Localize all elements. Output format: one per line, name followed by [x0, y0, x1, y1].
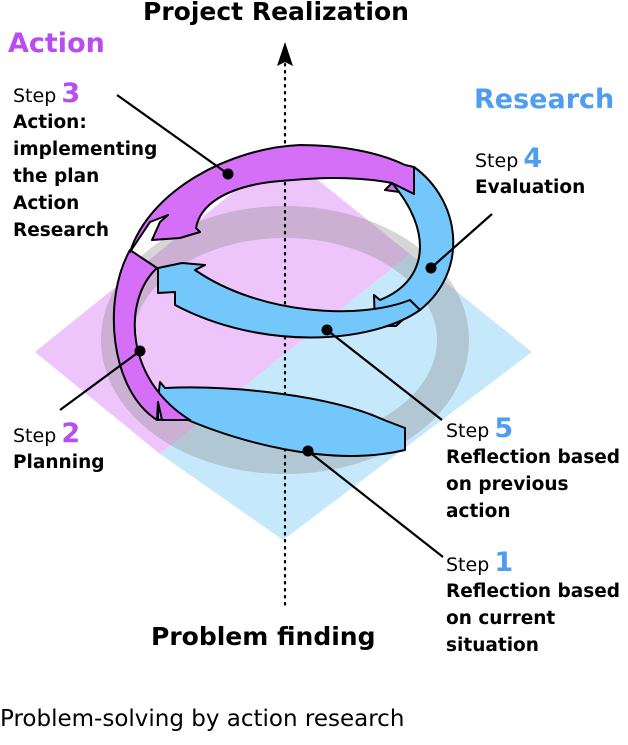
step-5-arrow	[157, 262, 421, 339]
step-5-title: Step 5	[446, 413, 620, 444]
step-1-line-2: on current	[446, 608, 556, 630]
leader-dot-step-5	[321, 324, 333, 336]
step-1-title: Step 1	[446, 547, 620, 578]
step-1-number: 1	[494, 547, 514, 578]
step-1-line-3: situation	[446, 635, 539, 657]
bottom-label: Problem finding	[151, 622, 376, 651]
leader-dot-step-1	[302, 445, 314, 457]
step-5-line-1: Reflection based	[446, 447, 621, 469]
step-1-label: Step 1 Reflection based on current situa…	[446, 547, 620, 659]
step-4-number: 4	[523, 143, 543, 174]
step-5-line-3: action	[446, 501, 511, 523]
step-3-line-3: the plan	[13, 166, 100, 188]
step-4-label: Step 4 Evaluation	[475, 143, 585, 201]
leader-step-2	[59, 350, 141, 411]
step-2-title: Step 2	[13, 418, 104, 449]
step-3-title: Step 3	[13, 78, 157, 109]
leader-dot-step-2	[134, 345, 146, 357]
step-2-label: Step 2 Planning	[13, 418, 104, 476]
step-3-number: 3	[61, 78, 81, 109]
leader-step-4	[430, 213, 493, 269]
step-3-line-1: Action:	[13, 112, 87, 134]
leader-step-3	[116, 94, 229, 175]
step-3-line-5: Research	[13, 220, 110, 242]
step-1-line-1: Reflection based	[446, 581, 621, 603]
step-5-word: Step	[446, 420, 490, 442]
step-3-line-2: implementing	[13, 139, 158, 161]
step-1-word: Step	[446, 554, 490, 576]
step-3-word: Step	[13, 85, 57, 107]
leader-dot-step-3	[222, 168, 234, 180]
research-heading: Research	[474, 84, 615, 115]
step-3-line-4: Action	[13, 193, 80, 215]
axis-arrowhead-icon	[277, 42, 293, 66]
step-4-line-1: Evaluation	[475, 177, 586, 199]
top-label: Project Realization	[143, 0, 409, 26]
step-2-number: 2	[61, 418, 81, 449]
step-2-line-1: Planning	[13, 452, 105, 474]
research-plane	[160, 254, 532, 540]
leader-step-1	[307, 450, 444, 558]
step-2-arrow	[112, 249, 191, 421]
leader-dot-step-4	[425, 262, 437, 274]
step-3-arrow	[129, 144, 415, 253]
step-3-label: Step 3 Action: implementing the plan Act…	[13, 78, 157, 244]
step-4-title: Step 4	[475, 143, 585, 174]
step-5-label: Step 5 Reflection based on previous acti…	[446, 413, 620, 525]
step-5-number: 5	[494, 413, 514, 444]
step-4-word: Step	[475, 150, 519, 172]
step-5-line-2: on previous	[446, 474, 569, 496]
step-2-word: Step	[13, 425, 57, 447]
leader-step-5	[326, 329, 443, 421]
leader-lines	[59, 94, 493, 558]
figure-caption: Problem-solving by action research	[0, 706, 405, 732]
action-heading: Action	[8, 28, 105, 59]
